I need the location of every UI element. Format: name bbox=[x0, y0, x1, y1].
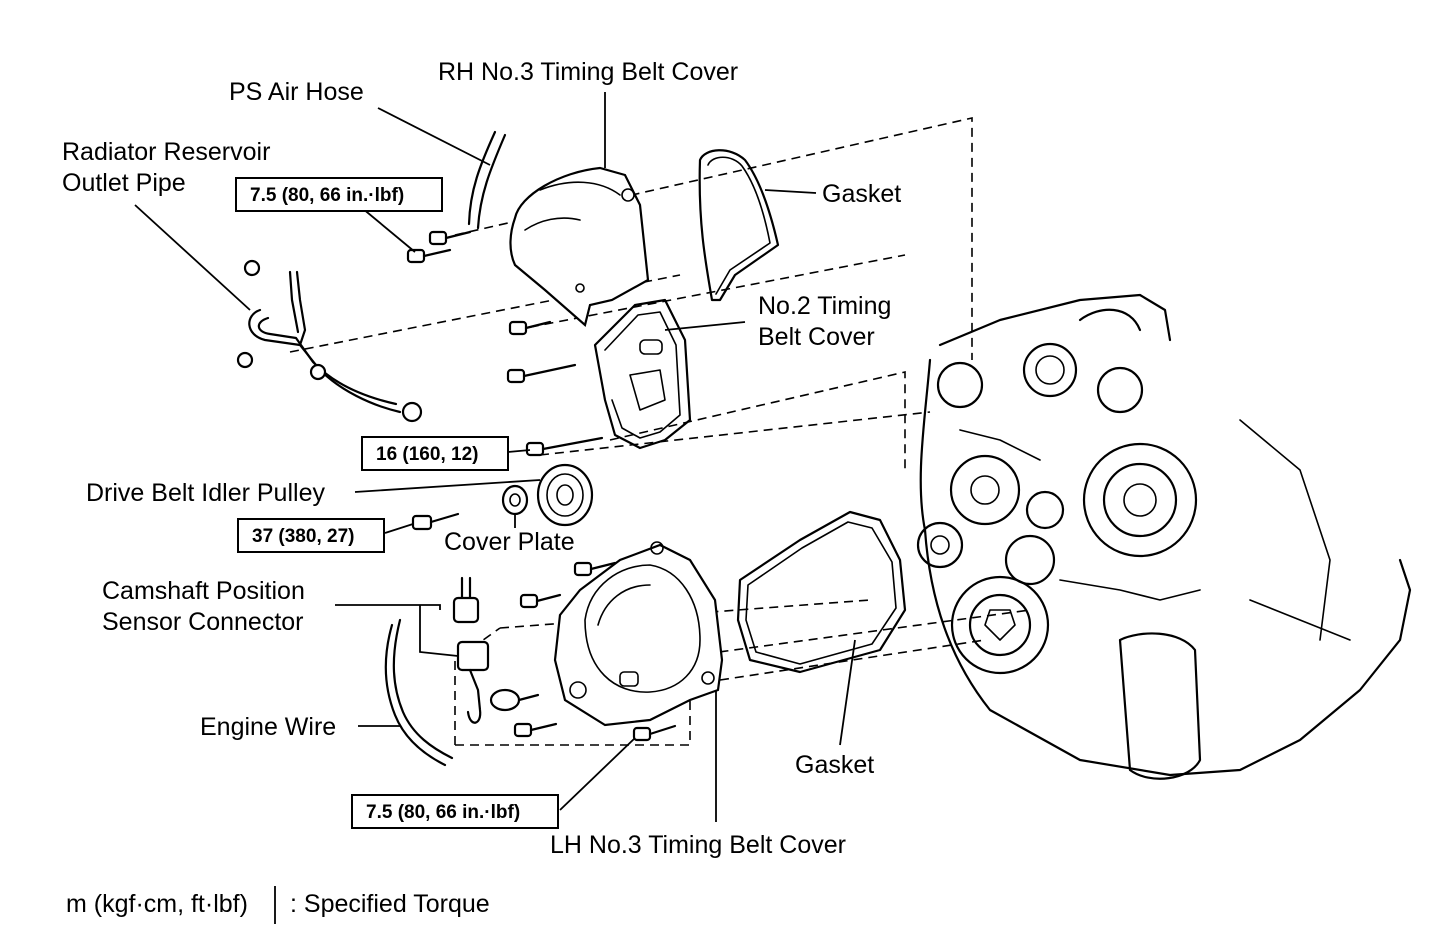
upper-gasket-label: Gasket bbox=[822, 180, 901, 208]
legend-box-text: m (kgf·cm, ft·lbf) bbox=[66, 890, 248, 918]
upper-gasket bbox=[698, 149, 780, 302]
lh-no3-timing-belt-cover bbox=[553, 541, 724, 727]
rh-cover-bolts bbox=[406, 230, 472, 264]
legend-description: : Specified Torque bbox=[290, 890, 490, 918]
ps-air-hose bbox=[467, 130, 507, 230]
torque-value-idler-pulley: 37 (380, 27) bbox=[252, 526, 354, 547]
lh-cover-bolts bbox=[513, 561, 677, 742]
torque-box-lh-cover: 7.5 (80, 66 in.·lbf) bbox=[351, 794, 559, 829]
lower-gasket bbox=[736, 510, 907, 674]
no2-cover-bolts bbox=[506, 320, 604, 457]
no2-cover-label-line2: Belt Cover bbox=[758, 323, 875, 351]
cover-plate-label: Cover Plate bbox=[444, 528, 575, 556]
engine-illustration bbox=[916, 293, 1412, 780]
torque-box-idler-pulley: 37 (380, 27) bbox=[237, 518, 385, 553]
camshaft-label-line1: Camshaft Position bbox=[102, 577, 305, 605]
camshaft-label-line2: Sensor Connector bbox=[102, 608, 304, 636]
lower-gasket-label: Gasket bbox=[795, 751, 874, 779]
radiator-label-line1: Radiator Reservoir bbox=[62, 138, 270, 166]
idler-pulley-bolt bbox=[411, 512, 460, 531]
engine-wire bbox=[384, 618, 454, 767]
ps-air-hose-label: PS Air Hose bbox=[229, 78, 364, 106]
torque-value-rh-cover: 7.5 (80, 66 in.·lbf) bbox=[250, 185, 404, 206]
rh-no3-timing-belt-cover bbox=[509, 166, 650, 328]
torque-box-no2-cover: 16 (160, 12) bbox=[361, 436, 509, 471]
torque-value-no2-cover: 16 (160, 12) bbox=[376, 444, 478, 465]
no2-timing-belt-cover bbox=[593, 298, 692, 450]
radiator-label-line2: Outlet Pipe bbox=[62, 169, 186, 197]
cover-plate bbox=[501, 484, 529, 516]
torque-box-rh-cover: 7.5 (80, 66 in.·lbf) bbox=[235, 177, 443, 212]
radiator-reservoir-outlet-pipe bbox=[236, 259, 423, 423]
engine-wire-label: Engine Wire bbox=[200, 713, 336, 741]
torque-value-lh-cover: 7.5 (80, 66 in.·lbf) bbox=[366, 802, 520, 823]
camshaft-position-sensor-connector bbox=[452, 576, 540, 724]
leader-lines bbox=[134, 92, 856, 822]
drive-belt-idler-pulley bbox=[536, 463, 594, 527]
lh-cover-label: LH No.3 Timing Belt Cover bbox=[550, 831, 846, 859]
no2-cover-label-line1: No.2 Timing bbox=[758, 292, 891, 320]
idler-pulley-label: Drive Belt Idler Pulley bbox=[86, 479, 325, 507]
legend: m (kgf·cm, ft·lbf) : Specified Torque bbox=[66, 886, 490, 924]
rh-cover-label: RH No.3 Timing Belt Cover bbox=[438, 58, 738, 86]
